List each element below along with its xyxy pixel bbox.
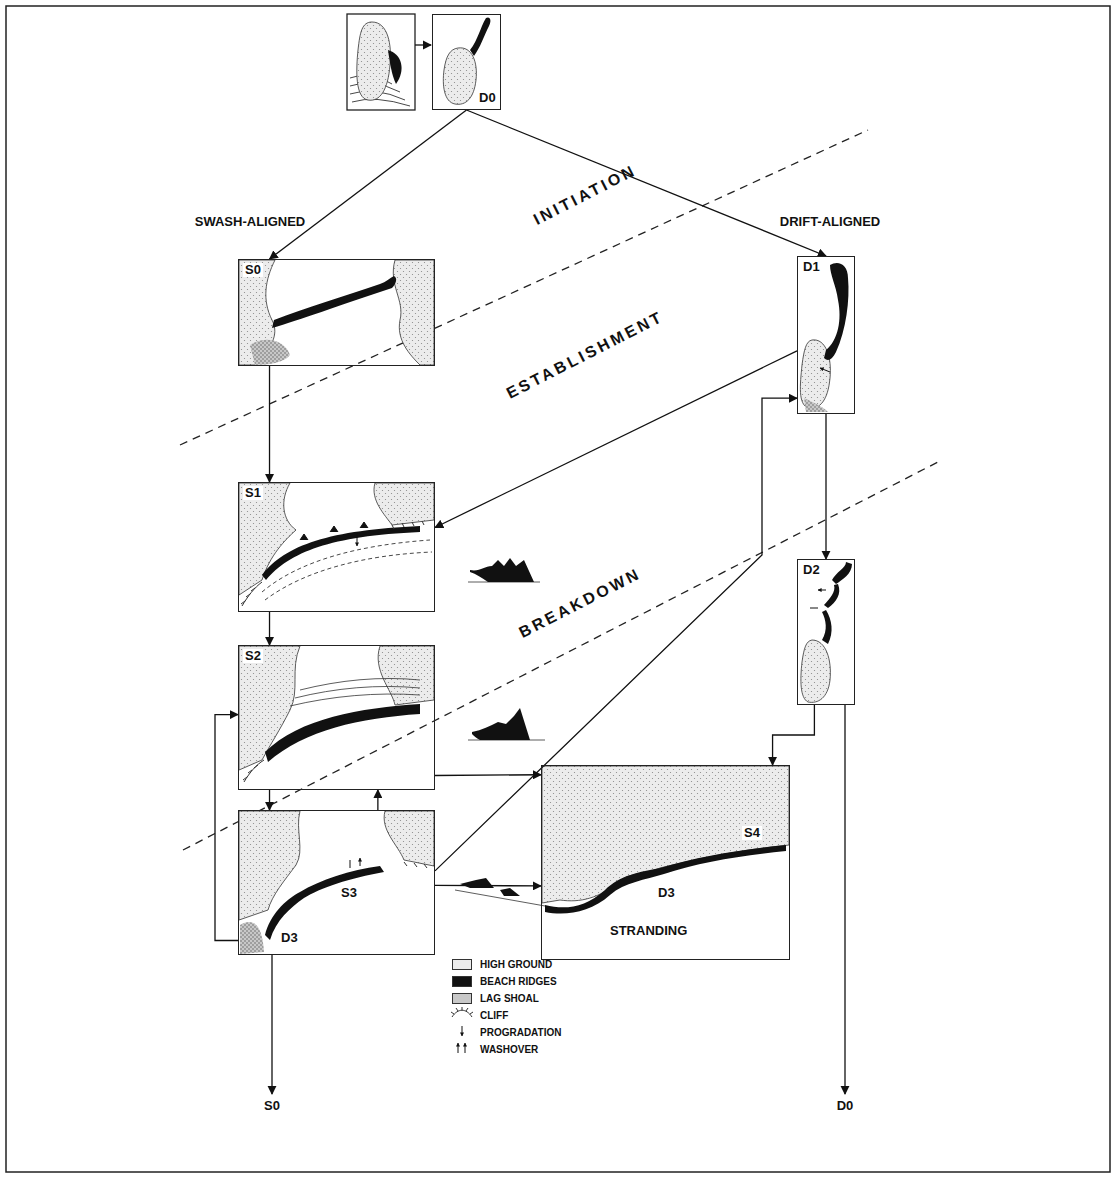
stage-panel: S3D3	[238, 810, 435, 955]
panel-art	[801, 562, 852, 702]
stage-code: S3	[339, 886, 359, 900]
stage-panel: D2	[797, 559, 855, 705]
stage-panel: S1	[238, 482, 435, 612]
flow-arrow	[270, 110, 467, 259]
flow-arrow	[773, 705, 815, 765]
flow-arrow	[435, 885, 541, 887]
flow-arrow	[435, 774, 541, 776]
stage-name: BREAKDOWN	[516, 565, 644, 642]
stage-code: S2	[243, 649, 263, 663]
legend-symbol	[451, 1007, 473, 1053]
panel-art	[239, 483, 434, 606]
legend-text: WASHOVER	[480, 1044, 538, 1055]
flow-arrow	[215, 715, 238, 941]
branch-label: SWASH-ALIGNED	[195, 215, 306, 229]
flow-arrow	[269, 612, 270, 645]
flow-arrow	[377, 790, 378, 810]
stage-code: D3	[656, 886, 677, 900]
flow-arrow	[844, 705, 845, 1094]
panel-art	[239, 811, 434, 954]
flow-arrow	[825, 414, 826, 559]
stage-name: ESTABLISHMENT	[504, 308, 667, 403]
legend-text: CLIFF	[480, 1010, 508, 1021]
legend-text: BEACH RIDGES	[480, 976, 557, 987]
precursor-panel	[347, 14, 415, 110]
branch-label: D0	[837, 1099, 854, 1113]
profile-sketch	[455, 558, 545, 906]
stage-name: INITIATION	[531, 161, 640, 228]
stage-code: STRANDING	[608, 924, 689, 938]
stage-panel: S4D3STRANDING	[541, 765, 790, 960]
stage-panel: D1	[797, 256, 855, 414]
flow-arrow	[269, 366, 270, 482]
stage-code: S4	[742, 826, 762, 840]
flow-arrow	[435, 351, 797, 528]
stage-panel: D0	[432, 14, 501, 110]
legend-swatch	[452, 976, 472, 987]
stage-panel: S0	[238, 259, 435, 366]
flow-arrow	[467, 110, 827, 256]
panel-art	[239, 260, 434, 365]
stage-code: D2	[801, 563, 822, 577]
panel-art	[800, 263, 848, 412]
flow-arrow	[435, 398, 797, 871]
flow-arrow	[415, 44, 431, 45]
stage-panel: S2	[238, 645, 435, 790]
stage-code: D3	[279, 931, 300, 945]
stage-code: D1	[801, 260, 822, 274]
frame	[6, 6, 1110, 1172]
legend-swatch	[452, 993, 472, 1004]
branch-label: S0	[264, 1099, 280, 1113]
flow-arrow	[269, 790, 270, 810]
stage-code: D0	[477, 91, 498, 105]
panel-art	[239, 646, 434, 782]
legend-text: HIGH GROUND	[480, 959, 552, 970]
legend-text: LAG SHOAL	[480, 993, 539, 1004]
stage-code: S0	[243, 263, 263, 277]
legend-text: PROGRADATION	[480, 1027, 561, 1038]
flow-arrow	[271, 955, 272, 1094]
stage-code: S1	[243, 486, 263, 500]
branch-label: DRIFT-ALIGNED	[780, 215, 880, 229]
legend-swatch	[452, 959, 472, 970]
panel-art	[542, 766, 789, 914]
